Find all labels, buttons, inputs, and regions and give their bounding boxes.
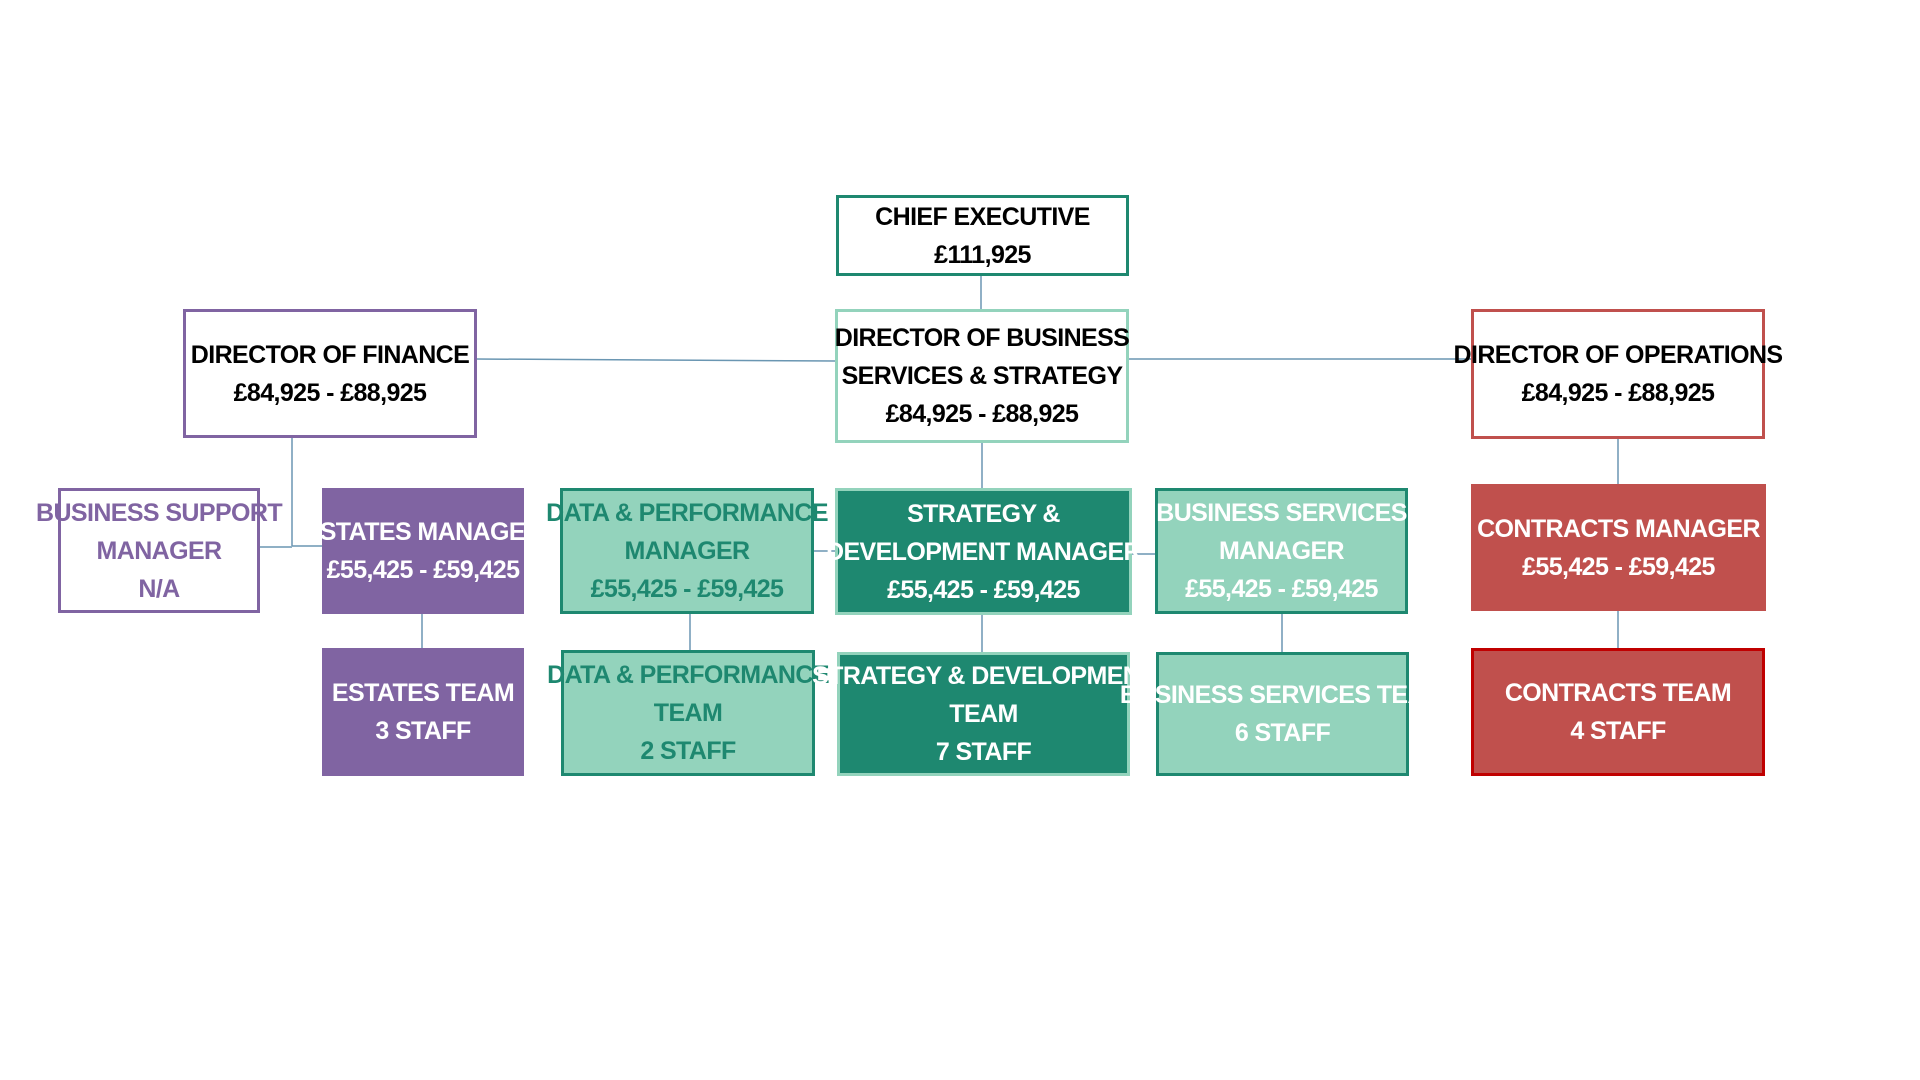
director-finance-salary: £84,925 - £88,925 [233,378,427,407]
contracts-team-staff: 4 STAFF [1570,717,1666,745]
director-business-services-title-line1: DIRECTOR OF BUSINESS [834,324,1130,352]
director-business-services-salary: £84,925 - £88,925 [885,400,1079,428]
contracts-manager-box: CONTRACTS MANAGER £55,425 - £59,425 [1471,484,1766,611]
business-support-manager-title-line2: MANAGER [96,536,223,565]
business-services-manager-box: BUSINESS SERVICES MANAGER £55,425 - £59,… [1155,488,1408,614]
strategy-development-team-box: STRATEGY & DEVELOPMENT TEAM 7 STAFF [812,652,1156,776]
estates-team-staff: 3 STAFF [375,717,471,745]
estates-manager-box: ESTATES MANAGER £55,425 - £59,425 [304,488,543,614]
director-finance-box: DIRECTOR OF FINANCE £84,925 - £88,925 [183,309,477,438]
estates-team-title: ESTATES TEAM [331,679,515,707]
business-support-manager-title-line1: BUSINESS SUPPORT [36,498,283,527]
business-services-manager-title-line2: MANAGER [1219,537,1345,565]
chief-executive-title: CHIEF EXECUTIVE [875,202,1090,231]
strategy-development-manager-salary: £55,425 - £59,425 [887,575,1080,604]
estates-manager-title: ESTATES MANAGER [303,518,543,546]
data-performance-team-box: DATA & PERFORMANCE TEAM 2 STAFF [547,650,829,776]
data-performance-manager-box: DATA & PERFORMANCE MANAGER £55,425 - £59… [546,488,828,614]
data-performance-manager-salary: £55,425 - £59,425 [590,575,784,603]
business-services-manager-salary: £55,425 - £59,425 [1185,575,1378,603]
data-performance-team-title-line2: TEAM [653,699,723,727]
business-services-team-staff: 6 STAFF [1234,719,1331,747]
strategy-development-manager-title-line1: STRATEGY & [907,499,1060,528]
data-performance-team-staff: 2 STAFF [640,737,736,765]
estates-manager-salary: £55,425 - £59,425 [326,556,520,584]
contracts-manager-salary: £55,425 - £59,425 [1522,552,1715,581]
contracts-team-title: CONTRACTS TEAM [1504,679,1732,707]
contracts-team-box: CONTRACTS TEAM 4 STAFF [1471,648,1765,776]
business-services-team-title: BUSINESS SERVICES TEAM [1119,681,1446,709]
data-performance-manager-title-line2: MANAGER [624,537,751,565]
strategy-development-team-title-line1: STRATEGY & DEVELOPMENT [812,662,1155,690]
chief-executive-salary: £111,925 [934,240,1031,269]
data-performance-team-title-line1: DATA & PERFORMANCE [547,661,829,689]
strategy-development-team-title-line2: TEAM [949,700,1018,728]
business-services-manager-title-line1: BUSINESS SERVICES [1156,499,1407,527]
strategy-development-manager-box: STRATEGY & DEVELOPMENT MANAGER £55,425 -… [826,488,1142,615]
director-operations-salary: £84,925 - £88,925 [1521,379,1715,407]
business-services-team-box: BUSINESS SERVICES TEAM 6 STAFF [1120,652,1446,776]
director-business-services-box: DIRECTOR OF BUSINESS SERVICES & STRATEGY… [834,309,1130,443]
strategy-development-team-staff: 7 STAFF [935,738,1032,766]
data-performance-manager-title-line1: DATA & PERFORMANCE [546,499,828,527]
chief-executive-box: CHIEF EXECUTIVE £111,925 [836,195,1129,276]
strategy-development-manager-title-line2: DEVELOPMENT MANAGER [826,537,1142,566]
connector-dbs-to-finance [474,358,836,362]
business-support-manager-salary: N/A [138,574,180,603]
director-operations-title: DIRECTOR OF OPERATIONS [1453,341,1784,369]
director-business-services-title-line2: SERVICES & STRATEGY [841,362,1123,390]
business-support-manager-box: BUSINESS SUPPORT MANAGER N/A [36,488,283,613]
director-finance-title: DIRECTOR OF FINANCE [190,340,470,369]
estates-team-box: ESTATES TEAM 3 STAFF [322,648,524,776]
director-operations-box: DIRECTOR OF OPERATIONS £84,925 - £88,925 [1454,309,1783,439]
contracts-manager-title: CONTRACTS MANAGER [1477,514,1760,543]
